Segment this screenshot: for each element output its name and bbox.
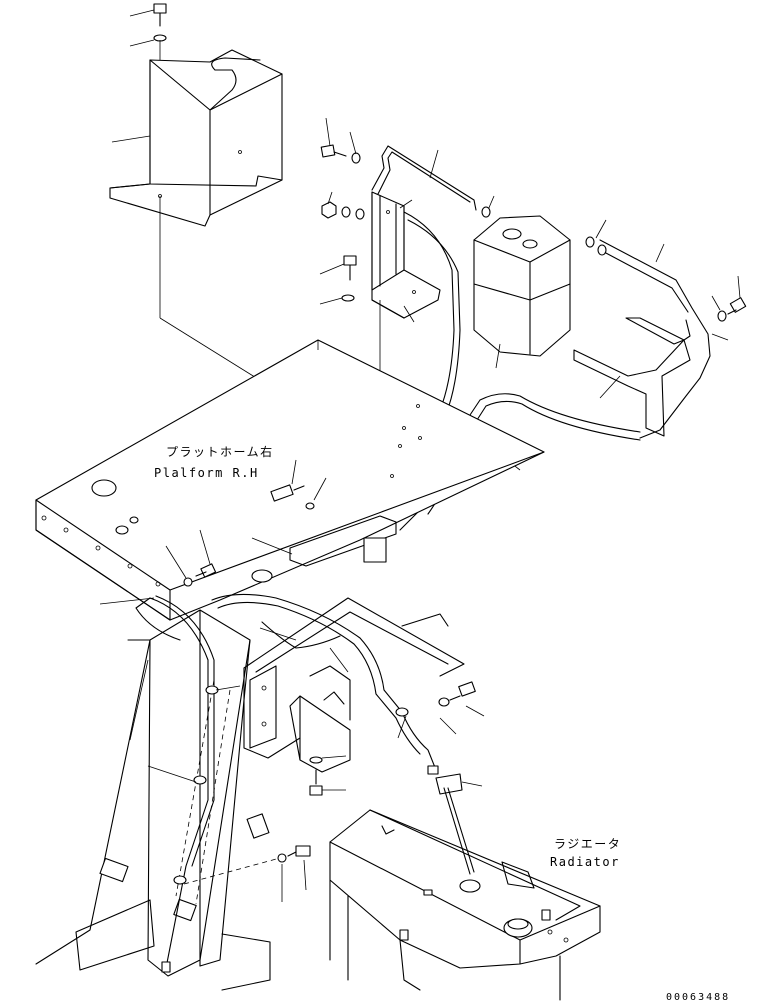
column-hose	[135, 595, 281, 973]
reservoir-tank	[473, 195, 571, 369]
frame-bolts	[277, 681, 485, 902]
frame-hose	[211, 593, 483, 795]
tank-strap	[573, 317, 691, 437]
bracket-hardware	[319, 117, 415, 323]
radiator-label-en: Radiator	[550, 855, 620, 869]
cover-panel	[109, 49, 283, 227]
platform-label-en: Plalform R.H	[154, 466, 259, 480]
support-column	[35, 609, 271, 991]
platform	[35, 339, 545, 621]
right-hose	[585, 219, 747, 439]
radiator-label-jp: ラジエータ	[554, 837, 621, 851]
cover-bolt	[111, 3, 167, 143]
drawing-code: 00063488	[666, 992, 730, 1003]
platform-clamp	[251, 459, 397, 567]
platform-label-jp: プラットホーム右	[166, 444, 274, 459]
radiator-frame	[243, 597, 465, 773]
radiator	[329, 787, 601, 1001]
tank-bracket	[371, 191, 441, 319]
side-bolt	[165, 529, 217, 587]
